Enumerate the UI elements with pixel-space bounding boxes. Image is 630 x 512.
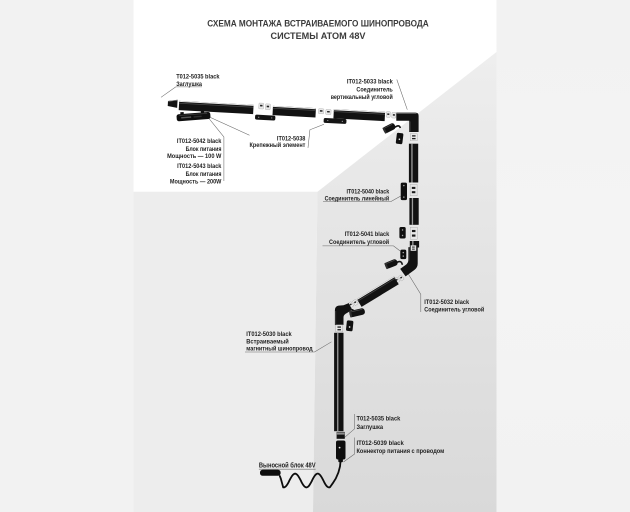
svg-text:IT012-5032 black: IT012-5032 black bbox=[424, 299, 469, 306]
svg-text:Мощность — 200W: Мощность — 200W bbox=[170, 178, 222, 185]
svg-text:Соединитель: Соединитель bbox=[356, 86, 392, 93]
svg-text:IT012-5042 black: IT012-5042 black bbox=[177, 138, 222, 145]
svg-text:СИСТЕМЫ ATOM 48V: СИСТЕМЫ ATOM 48V bbox=[271, 30, 367, 41]
svg-text:Соединитель линейный: Соединитель линейный bbox=[325, 195, 390, 203]
svg-text:СХЕМА МОНТАЖА ВСТРАИВАЕМОГО ШИ: СХЕМА МОНТАЖА ВСТРАИВАЕМОГО ШИНОПРОВОДА bbox=[207, 17, 429, 28]
svg-text:Заглушка: Заглушка bbox=[357, 424, 384, 431]
svg-text:Выносной блок 48V: Выносной блок 48V bbox=[259, 461, 316, 470]
svg-text:Коннектор питания с проводом: Коннектор питания с проводом bbox=[357, 448, 445, 455]
svg-text:T012-5035 black: T012-5035 black bbox=[176, 74, 220, 81]
svg-text:IT012-5030 black: IT012-5030 black bbox=[246, 331, 292, 338]
svg-text:IT012-5043 black: IT012-5043 black bbox=[177, 163, 222, 170]
svg-text:IT012-5040 black: IT012-5040 black bbox=[347, 188, 390, 195]
svg-text:IT012-5033 black: IT012-5033 black bbox=[347, 79, 393, 86]
svg-text:Крепежный элемент: Крепежный элемент bbox=[250, 141, 307, 149]
svg-text:IT012-5038: IT012-5038 bbox=[277, 135, 306, 142]
svg-text:вертикальный угловой: вертикальный угловой bbox=[331, 93, 393, 101]
svg-text:IT012-5039 black: IT012-5039 black bbox=[357, 440, 405, 447]
svg-text:IT012-5041 black: IT012-5041 black bbox=[345, 231, 390, 238]
svg-text:T012-5035 black: T012-5035 black bbox=[357, 416, 401, 423]
svg-text:магнитный шинопровод: магнитный шинопровод bbox=[246, 345, 313, 353]
svg-text:Блок питания: Блок питания bbox=[186, 146, 222, 153]
svg-text:Заглушка: Заглушка bbox=[176, 81, 202, 88]
svg-text:Блок питания: Блок питания bbox=[186, 171, 222, 178]
svg-text:Соединитель угловой: Соединитель угловой bbox=[329, 238, 389, 246]
svg-text:Соединитель угловой: Соединитель угловой bbox=[424, 305, 484, 313]
svg-text:Встраиваемый: Встраиваемый bbox=[246, 338, 288, 346]
svg-text:Мощность — 100 W: Мощность — 100 W bbox=[167, 153, 222, 160]
